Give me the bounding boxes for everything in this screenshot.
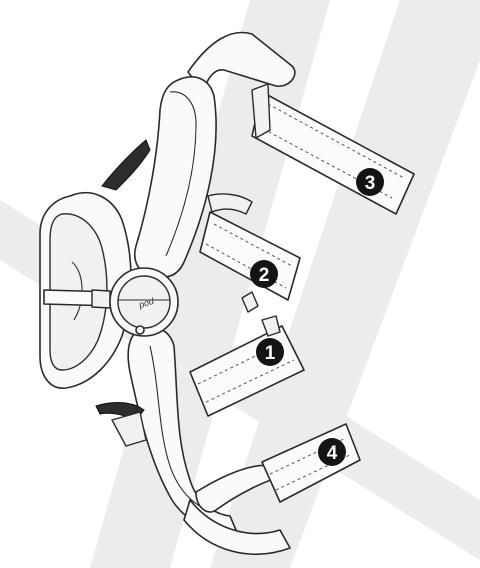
callout-1: 1 [256, 338, 284, 366]
knee-strap-buckle [91, 289, 111, 309]
callout-4: 4 [318, 438, 346, 466]
lower-frame-inner-line [149, 345, 213, 513]
lower-cuff-shell [195, 464, 285, 513]
callout-3: 3 [356, 168, 384, 196]
lower-cuff-base [183, 499, 291, 555]
lower-pad-tab [111, 411, 147, 447]
hinge-screw [135, 325, 145, 335]
middle-upper-shell [207, 193, 253, 215]
knee-cup-vent [71, 261, 83, 321]
callout-2-label: 2 [259, 265, 270, 286]
hinge-logo: pod [137, 296, 156, 311]
callout-2: 2 [250, 260, 278, 288]
hinge: pod [109, 267, 179, 337]
callout-1-label: 1 [265, 343, 276, 364]
callout-4-label: 4 [327, 443, 338, 464]
upper-pad [101, 139, 151, 191]
strap-2-buckle [241, 291, 259, 313]
strap-3-buckle [251, 83, 271, 139]
strap-1-tab [261, 315, 281, 337]
callout-3-label: 3 [365, 173, 376, 194]
upper-frame-inner-line [165, 91, 197, 257]
upper-cuff-shell [187, 31, 296, 93]
